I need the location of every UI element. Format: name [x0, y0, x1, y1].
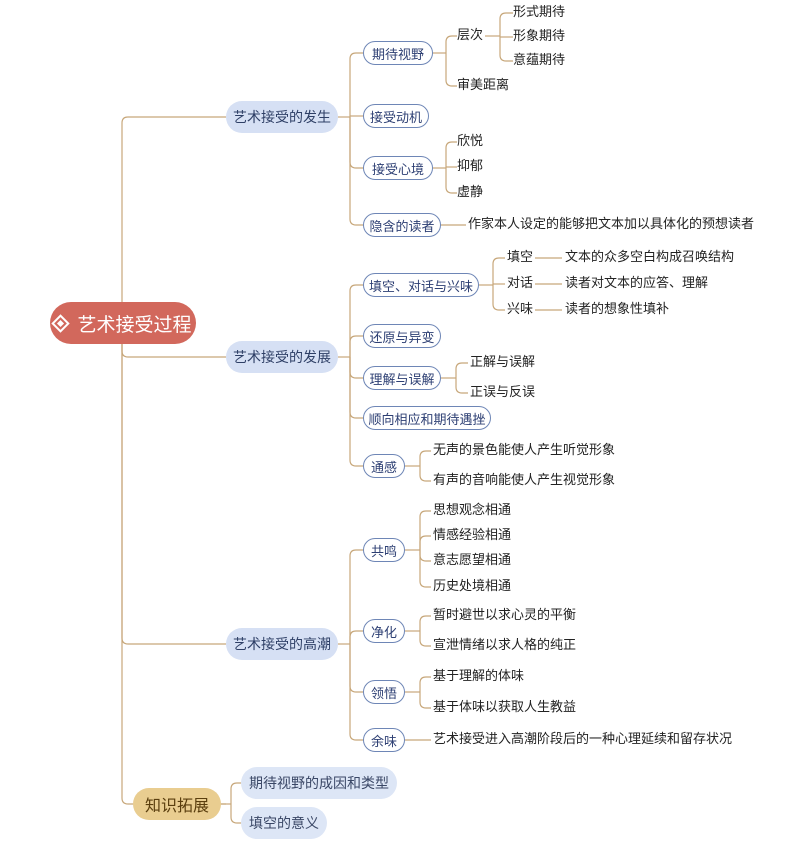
root-connector-link-2 [121, 323, 226, 645]
dialogue-connector-link-2 [492, 285, 505, 311]
resonance-connector-link-3 [419, 550, 431, 588]
understanding-connector-link-0 [455, 362, 468, 378]
leaf-aftertaste-desc: 艺术接受进入高潮阶段后的一种心理延续和留存状况 [433, 732, 733, 747]
leaf-fill-blank: 填空 [507, 250, 534, 265]
dialogue-connector-link-0 [492, 257, 505, 285]
climax-connector-link-0 [349, 549, 363, 644]
leaf-based-understanding: 基于理解的体味 [433, 669, 525, 684]
root-label: 艺术接受过程 [77, 313, 192, 336]
climax-connector-link-2 [349, 644, 363, 693]
occurrence-connector-link-0 [349, 52, 363, 117]
development-connector-link-2 [349, 357, 363, 379]
comprehension-connector-link-0 [419, 676, 431, 692]
node-expectation-frustration[interactable]: 顺向相应和期待遇挫 [363, 406, 491, 430]
development-connector-link-0 [349, 284, 363, 357]
branch-knowledge-extension[interactable]: 知识拓展 [133, 788, 221, 820]
leaf-emotions: 情感经验相通 [433, 528, 512, 543]
purification-connector-link-0 [419, 615, 431, 631]
leaf-dialogue: 对话 [507, 276, 534, 291]
leaf-joy: 欣悦 [457, 134, 484, 149]
leaf-sound-visual: 有声的音响能使人产生视觉形象 [433, 473, 616, 488]
climax-connector-link-3 [349, 644, 363, 741]
extension-connector-link-0 [230, 782, 241, 804]
horizon-connector-link-0 [445, 35, 457, 53]
leaf-depression: 抑郁 [457, 159, 484, 174]
leaf-tranquility: 虚静 [457, 185, 484, 200]
extension-connector-link-1 [230, 804, 241, 824]
node-understanding-misunderstanding[interactable]: 理解与误解 [363, 366, 441, 390]
node-resonance[interactable]: 共鸣 [363, 538, 405, 562]
leaf-meaning-expectation: 意蕴期待 [513, 53, 566, 68]
occurrence-connector-link-3 [349, 117, 363, 226]
climax-connector-link-1 [349, 630, 363, 644]
occurrence-connector-link-2 [349, 117, 363, 169]
node-fill-dialogue-interest[interactable]: 填空、对话与兴味 [363, 273, 479, 297]
node-fill-blank-meaning[interactable]: 填空的意义 [241, 807, 327, 839]
leaf-image-expectation: 形象期待 [513, 29, 566, 44]
leaf-vent: 宣泄情绪以求人格的纯正 [433, 638, 577, 653]
node-purification[interactable]: 净化 [363, 619, 405, 643]
leaf-fill-blank-desc: 文本的众多空白构成召唤结构 [565, 250, 735, 265]
leaf-history: 历史处境相通 [433, 579, 512, 594]
node-comprehension[interactable]: 领悟 [363, 680, 405, 704]
leaf-ideas: 思想观念相通 [433, 503, 512, 518]
leaf-implied-reader-desc: 作家本人设定的能够把文本加以具体化的预想读者 [468, 217, 755, 232]
root-connector-link-0 [121, 116, 226, 323]
resonance-connector-link-0 [419, 510, 431, 550]
leaf-interest-desc: 读者的想象性填补 [565, 302, 670, 317]
leaf-correct-misunderstanding: 正解与误解 [470, 355, 536, 370]
leaf-aesthetic-distance: 审美距离 [457, 78, 510, 93]
resonance-connector-link-1 [419, 535, 431, 550]
synesthesia-connector-link-1 [419, 466, 431, 482]
node-implied-reader[interactable]: 隐含的读者 [363, 213, 441, 237]
leaf-will: 意志愿望相通 [433, 553, 512, 568]
mood-connector-link-2 [445, 168, 457, 194]
root-node[interactable]: 艺术接受过程 [50, 302, 196, 344]
levels-connector-link-0 [499, 12, 513, 36]
levels-connector-link-2 [499, 36, 513, 62]
node-aftertaste[interactable]: 余味 [363, 728, 405, 752]
leaf-life-lesson: 基于体味以获取人生教益 [433, 700, 577, 715]
branch-occurrence[interactable]: 艺术接受的发生 [226, 101, 338, 133]
understanding-connector-link-1 [455, 378, 468, 394]
node-mood[interactable]: 接受心境 [363, 156, 433, 180]
horizon-connector-link-1 [445, 53, 457, 87]
leaf-dialogue-desc: 读者对文本的应答、理解 [565, 276, 709, 291]
purification-connector-link-1 [419, 631, 431, 647]
synesthesia-connector-link-0 [419, 450, 431, 466]
node-restoration-variation[interactable]: 还原与异变 [363, 324, 441, 348]
comprehension-connector-link-1 [419, 692, 431, 709]
development-connector-link-3 [349, 357, 363, 419]
leaf-silent-scene: 无声的景色能使人产生听觉形象 [433, 443, 616, 458]
node-motivation[interactable]: 接受动机 [363, 104, 429, 128]
leaf-correct-counter-error: 正误与反误 [470, 385, 536, 400]
leaf-levels: 层次 [457, 28, 484, 43]
node-expectation-causes[interactable]: 期待视野的成因和类型 [241, 767, 397, 799]
node-synesthesia[interactable]: 通感 [363, 454, 405, 478]
node-expectation-horizon[interactable]: 期待视野 [363, 41, 433, 65]
development-connector-link-1 [349, 335, 363, 357]
mood-connector-link-0 [445, 141, 457, 168]
root-connector-link-3 [121, 323, 226, 805]
leaf-escape: 暂时避世以求心灵的平衡 [433, 608, 577, 623]
leaf-form-expectation: 形式期待 [513, 5, 566, 20]
branch-development[interactable]: 艺术接受的发展 [226, 341, 338, 373]
branch-climax[interactable]: 艺术接受的高潮 [226, 628, 338, 660]
leaf-interest: 兴味 [507, 302, 534, 317]
development-connector-link-4 [349, 357, 363, 467]
resonance-connector-link-2 [419, 550, 431, 562]
diamond-icon [51, 313, 71, 333]
